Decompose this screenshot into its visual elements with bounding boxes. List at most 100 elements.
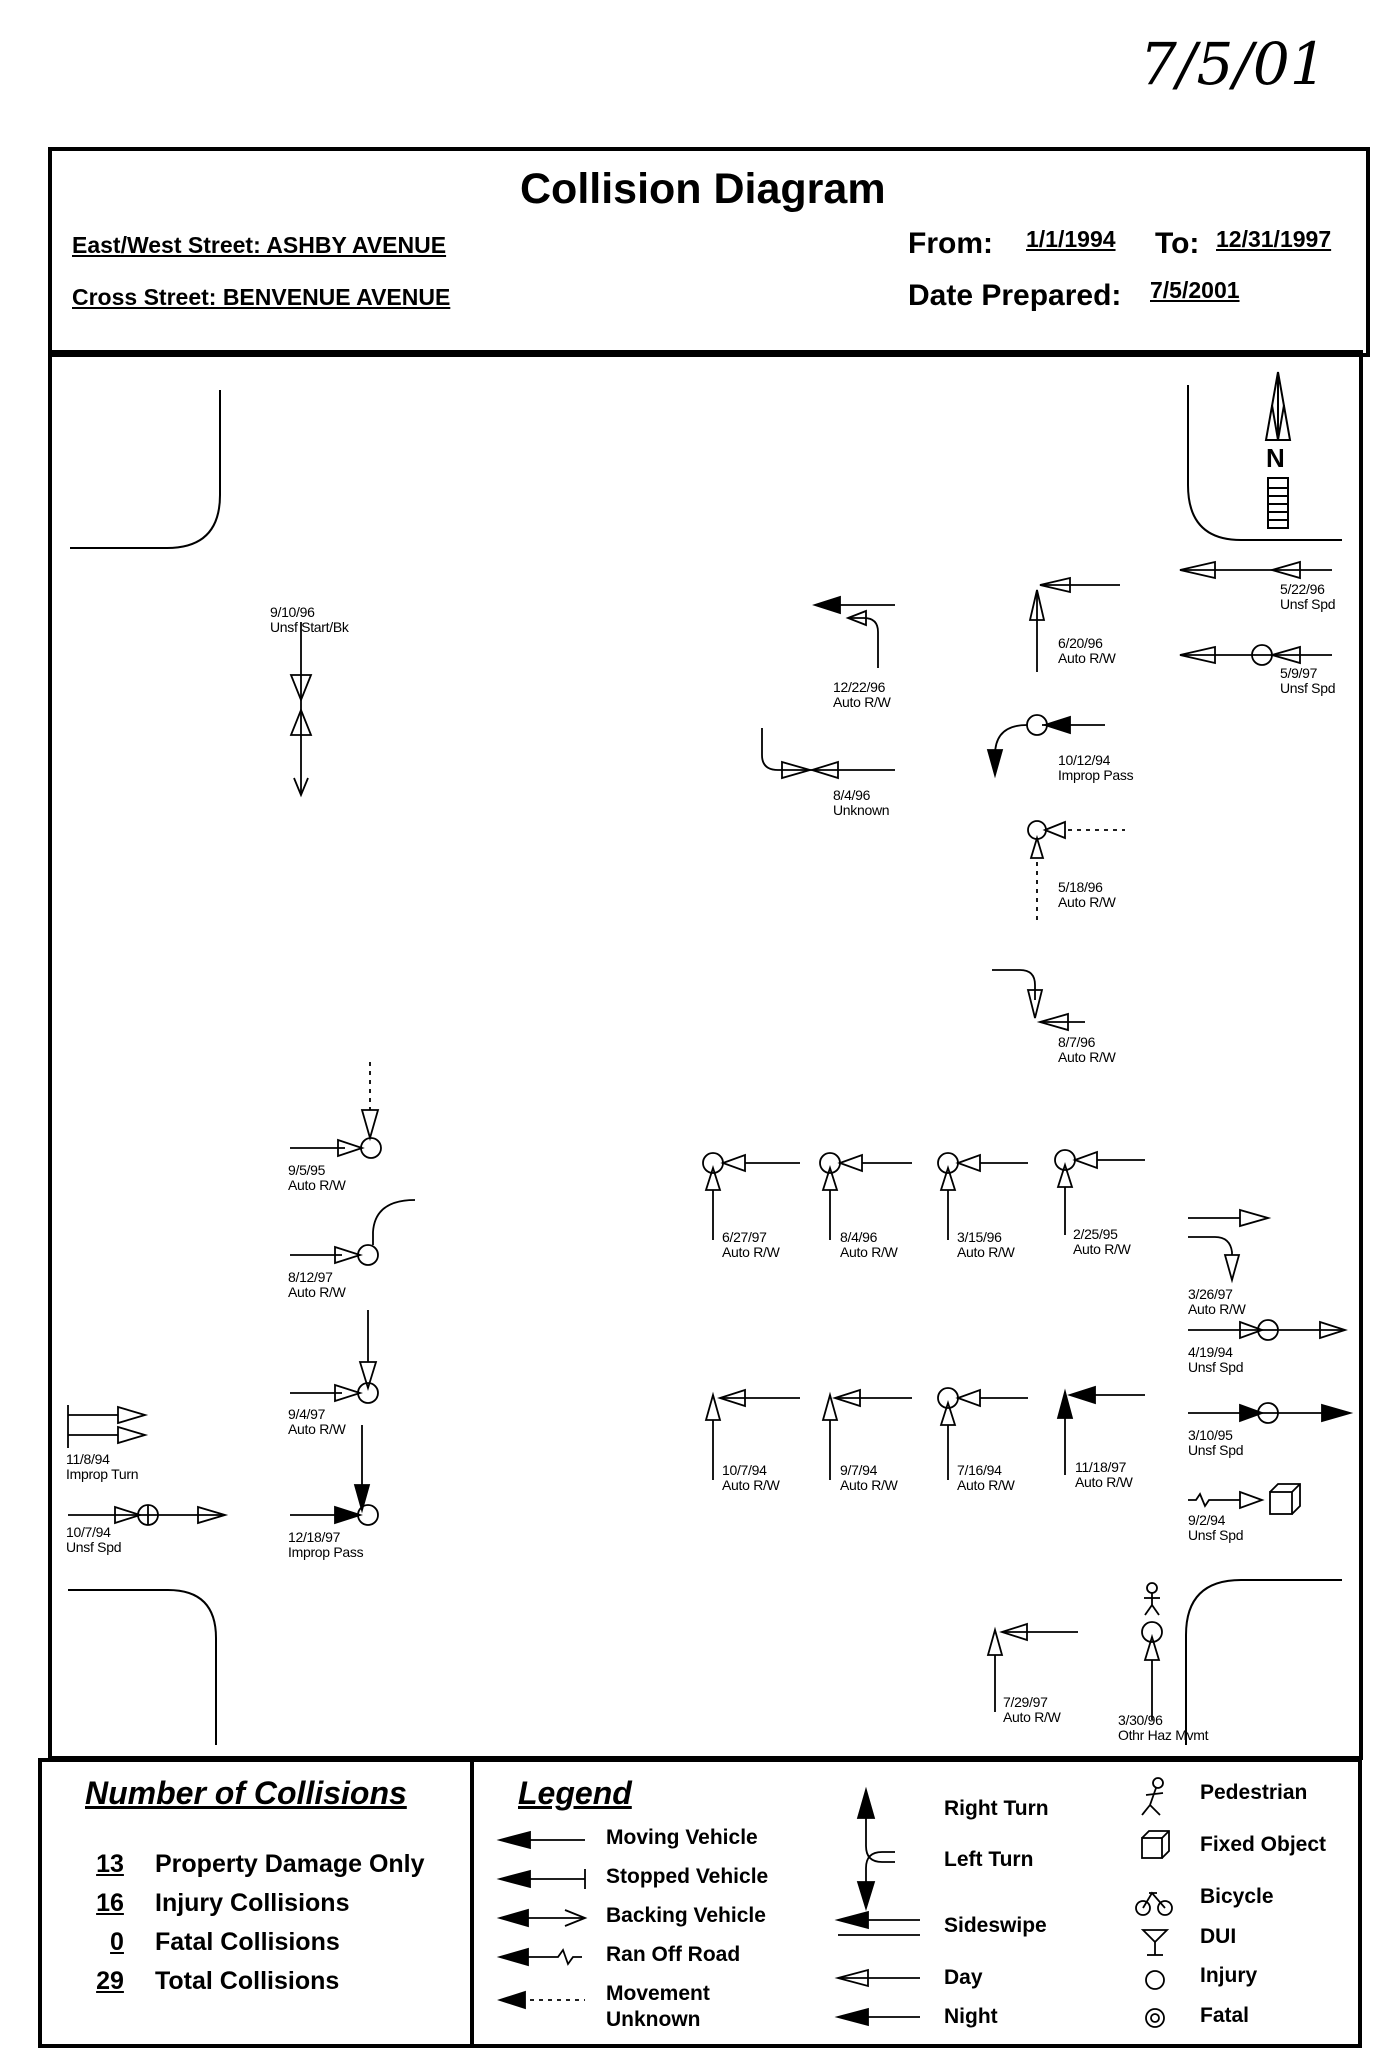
- backing-vehicle-icon: [496, 1908, 588, 1928]
- north-arrow-icon: [1264, 371, 1292, 529]
- stat-count: 16: [96, 1889, 124, 1917]
- legend-left-turn: Left Turn: [944, 1848, 1034, 1871]
- glyph-8-12-97: [290, 1199, 416, 1266]
- glyph-6-20-96: [1028, 576, 1120, 672]
- stat-count: 13: [96, 1850, 124, 1878]
- right-turn-icon: [856, 1786, 895, 1863]
- date-prepared-value: 7/5/2001: [1150, 277, 1240, 303]
- from-label: From:: [908, 227, 993, 260]
- glyph-9-10-96: [289, 622, 313, 798]
- east-west-street: East/West Street: ASHBY AVENUE: [72, 232, 447, 258]
- legend-title: Legend: [518, 1775, 632, 1811]
- injury-icon: [1145, 1970, 1165, 1990]
- glyph-10-7-94-row: [704, 1388, 800, 1480]
- legend-bicycle: Bicycle: [1200, 1885, 1274, 1908]
- fatal-icon: [1145, 2008, 1165, 2028]
- stat-count: 0: [110, 1928, 124, 1956]
- night-icon: [834, 2007, 920, 2027]
- glyph-9-5-95: [290, 1062, 382, 1159]
- stat-label: Fatal Collisions: [155, 1928, 340, 1956]
- glyph-8-4-96-row: [819, 1152, 912, 1240]
- glyph-4-19-94: [1188, 1319, 1348, 1341]
- handwritten-date: 7/5/01: [1140, 30, 1327, 98]
- bicycle-icon: [1135, 1891, 1173, 1916]
- curb-northwest: [70, 390, 221, 549]
- glyph-10-7-94-speed: [68, 1504, 229, 1526]
- from-date: 1/1/1994: [1026, 226, 1116, 252]
- glyph-7-16-94: [937, 1387, 1028, 1480]
- glyph-9-4-97: [290, 1310, 379, 1404]
- glyph-10-12-94: [986, 714, 1105, 779]
- legend-dui: DUI: [1200, 1925, 1237, 1948]
- to-label: To:: [1155, 227, 1200, 260]
- legend-box: [470, 1758, 1362, 2048]
- legend-day: Day: [944, 1966, 983, 1989]
- day-icon: [834, 1968, 920, 1988]
- dui-icon: [1140, 1929, 1170, 1956]
- glyph-12-22-96: [812, 595, 895, 668]
- legend-stopped-vehicle: Stopped Vehicle: [606, 1865, 769, 1888]
- curb-southeast: [1185, 1579, 1342, 1745]
- ran-off-road-icon: [496, 1947, 582, 1967]
- glyph-8-7-96: [992, 969, 1085, 1032]
- legend-sideswipe: Sideswipe: [944, 1914, 1047, 1937]
- fixed-object-icon: [1141, 1830, 1170, 1859]
- legend-backing-vehicle: Backing Vehicle: [606, 1904, 766, 1927]
- glyph-9-2-94: [1188, 1483, 1301, 1515]
- legend-night: Night: [944, 2005, 998, 2028]
- glyph-3-15-96: [937, 1152, 1028, 1240]
- header-frame: [48, 147, 1370, 357]
- glyph-5-22-96: [1179, 560, 1332, 580]
- glyph-7-29-97: [986, 1622, 1078, 1712]
- summary-title: Number of Collisions: [85, 1775, 407, 1811]
- curb-northeast: [1187, 385, 1342, 541]
- legend-right-turn: Right Turn: [944, 1797, 1049, 1820]
- glyph-11-18-97: [1056, 1385, 1145, 1475]
- glyph-5-18-96: [1027, 820, 1125, 920]
- legend-pedestrian: Pedestrian: [1200, 1781, 1308, 1804]
- date-prepared-label: Date Prepared:: [908, 279, 1122, 312]
- stat-label: Property Damage Only: [155, 1850, 425, 1878]
- left-turn-icon: [856, 1851, 895, 1912]
- glyph-3-26-97: [1188, 1208, 1272, 1284]
- legend-ran-off-road: Ran Off Road: [606, 1943, 741, 1966]
- page-title: Collision Diagram: [520, 165, 886, 213]
- glyph-11-8-94: [67, 1405, 149, 1448]
- glyph-9-7-94: [821, 1388, 912, 1480]
- legend-moving-vehicle: Moving Vehicle: [606, 1826, 758, 1849]
- glyph-2-25-95: [1054, 1149, 1145, 1235]
- legend-fixed-object: Fixed Object: [1200, 1833, 1327, 1856]
- glyph-6-27-97: [702, 1152, 800, 1240]
- moving-vehicle-icon: [496, 1830, 585, 1850]
- stopped-vehicle-icon: [496, 1869, 586, 1889]
- movement-unknown-icon: [497, 1990, 585, 2010]
